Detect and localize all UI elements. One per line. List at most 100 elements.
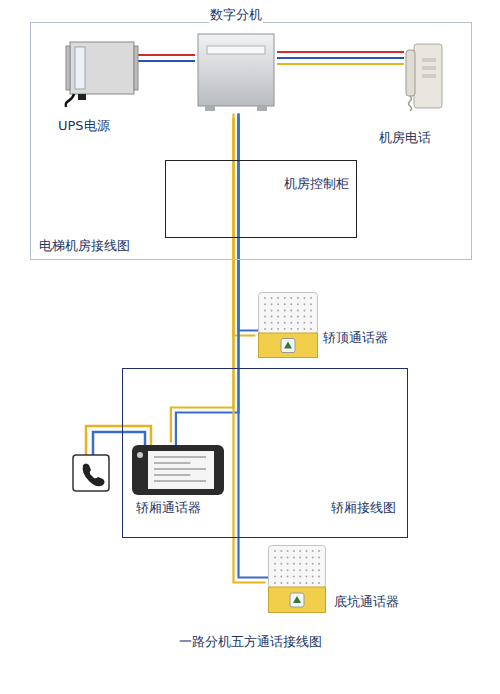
grille-hole [293, 582, 295, 584]
ups-flange [134, 46, 138, 90]
phone-body [414, 44, 442, 108]
grille-hole [293, 556, 295, 558]
device-drawing [259, 293, 318, 358]
node-label: 机房控制柜 [283, 176, 350, 192]
grille-hole [290, 322, 292, 324]
grille-hole [277, 316, 279, 318]
grille-hole [271, 297, 273, 299]
grille-hole [312, 576, 314, 578]
grille-hole [310, 322, 312, 324]
grille-hole [303, 309, 305, 311]
grille-hole [318, 569, 320, 571]
grille-hole [299, 550, 301, 552]
grille-hole [274, 576, 276, 578]
pit-intercom: 底坑通话器 [268, 545, 400, 613]
grille-hole [310, 316, 312, 318]
grille-hole [271, 309, 273, 311]
car-intercom-body [132, 445, 224, 495]
grille-hole [280, 576, 282, 578]
phone-button-icon [73, 455, 109, 491]
grille-hole [297, 322, 299, 324]
car-top-intercom: 轿顶通话器 [258, 292, 389, 358]
grille-hole [318, 556, 320, 558]
ups-body [70, 42, 134, 94]
device-drawing [66, 42, 138, 107]
grille-hole [297, 328, 299, 330]
node-label: 电梯机房接线图 [38, 238, 131, 254]
caption: 一路分机五方通话接线图 [178, 634, 323, 650]
grille-hole [284, 316, 286, 318]
grille-hole [305, 576, 307, 578]
grille-hole [299, 582, 301, 584]
grille-hole [284, 303, 286, 305]
cord-plug [78, 94, 86, 100]
grille-hole [284, 297, 286, 299]
grille-hole [312, 550, 314, 552]
wire [176, 119, 239, 448]
device-drawing [406, 44, 442, 111]
node-label: 轿厢接线图 [330, 500, 397, 516]
grille-hole [271, 303, 273, 305]
power-cord [66, 94, 74, 107]
wire [277, 63, 404, 65]
button-symbol [293, 596, 301, 603]
car-intercom-plate [148, 451, 214, 489]
machine-room-phone: 机房电话 [378, 40, 444, 146]
splitter-body [198, 34, 274, 106]
grille-hole [310, 309, 312, 311]
grille-hole [290, 309, 292, 311]
node-label: 底坑通话器 [333, 594, 400, 610]
grille-hole [290, 297, 292, 299]
grille-hole [305, 569, 307, 571]
call-button [290, 593, 304, 607]
wire [277, 57, 404, 59]
grille-hole [290, 303, 292, 305]
grille-hole [284, 322, 286, 324]
grille-hole [277, 328, 279, 330]
cable [171, 114, 239, 448]
grille-hole [318, 563, 320, 565]
grille-hole [299, 576, 301, 578]
ups-flange [66, 46, 70, 90]
cable [138, 55, 195, 61]
grille-hole [297, 297, 299, 299]
button-symbol [284, 342, 292, 349]
node-label: 轿厢通话器 [135, 500, 202, 516]
plate-line [154, 474, 190, 476]
grille-hole [280, 582, 282, 584]
grille-hole [312, 569, 314, 571]
grille-hole [287, 556, 289, 558]
grille-hole [297, 309, 299, 311]
ups-plate [75, 47, 85, 89]
grille-hole [274, 569, 276, 571]
grille-hole [312, 556, 314, 558]
splitter-plate [207, 46, 265, 54]
car-intercom: 轿厢通话器 [132, 445, 224, 516]
node-label: 轿顶通话器 [322, 330, 389, 346]
digital-splitter: 数字分机 [195, 7, 277, 116]
speaker-panel [259, 333, 318, 358]
ups-power-supply-picture [62, 38, 138, 108]
machine-room-phone-picture [404, 40, 444, 112]
grille-hole [293, 563, 295, 565]
grille-hole [284, 328, 286, 330]
grille-hole [287, 582, 289, 584]
grille-hole [312, 582, 314, 584]
mount-tab [205, 106, 215, 111]
grille-hole [318, 582, 320, 584]
grille-hole [264, 297, 266, 299]
grille-hole [271, 328, 273, 330]
plate-line [154, 468, 206, 470]
grille-hole [264, 316, 266, 318]
grille-hole [287, 550, 289, 552]
device-drawing [269, 546, 326, 613]
grille-hole [310, 297, 312, 299]
grille-hole [264, 322, 266, 324]
car-top-intercom-picture [258, 292, 318, 358]
speaker-grille-face [269, 546, 326, 588]
grille-hole [280, 556, 282, 558]
wire [239, 114, 261, 331]
pit-intercom-picture [268, 545, 326, 613]
keypad-row [422, 66, 436, 70]
